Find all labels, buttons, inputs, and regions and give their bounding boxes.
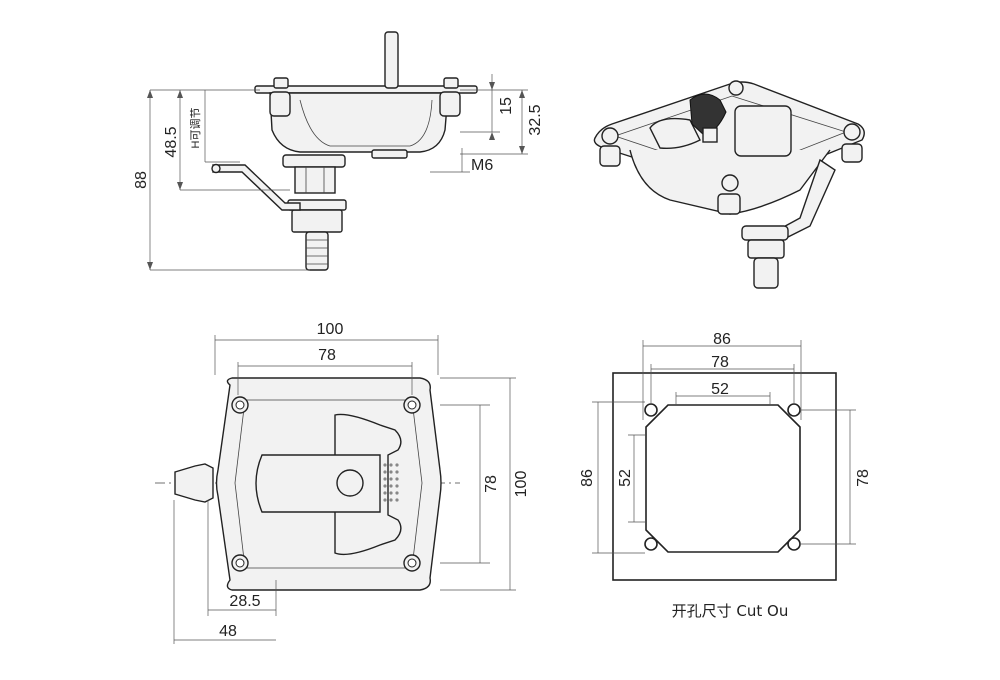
cutout-dim-78-vertical: 78 [855,469,872,487]
front-view: 100 78 78 100 28.5 48 [155,321,530,644]
side-view: 88 48.5 H可调节 15 32.5 M6 [133,31,544,271]
dim-32-5: 32.5 [527,104,544,135]
dim-m6: M6 [471,157,493,174]
cutout-dim-86-horizontal: 86 [713,331,731,348]
cutout-dim-86-vertical: 86 [579,469,596,487]
dim-15: 15 [498,97,515,115]
dim-height-78: 78 [483,475,500,493]
cutout-view: 86 78 52 86 52 78 开孔尺寸 Cut Ou [579,331,872,620]
dim-88: 88 [133,171,150,189]
dim-48-5: 48.5 [163,126,180,157]
isometric-view [593,80,865,289]
dim-width-78: 78 [318,347,336,364]
cutout-dim-78-horizontal: 78 [711,354,729,371]
dim-height-100: 100 [513,471,530,498]
dim-h-adjustable: H可调节 [189,108,202,149]
dim-offset-48: 48 [219,623,237,640]
cutout-dim-52-horizontal: 52 [711,381,729,398]
dim-width-100: 100 [317,321,344,338]
cutout-dim-52-vertical: 52 [617,469,634,487]
dim-offset-28-5: 28.5 [229,593,260,610]
cutout-caption: 开孔尺寸 Cut Ou [672,602,789,620]
